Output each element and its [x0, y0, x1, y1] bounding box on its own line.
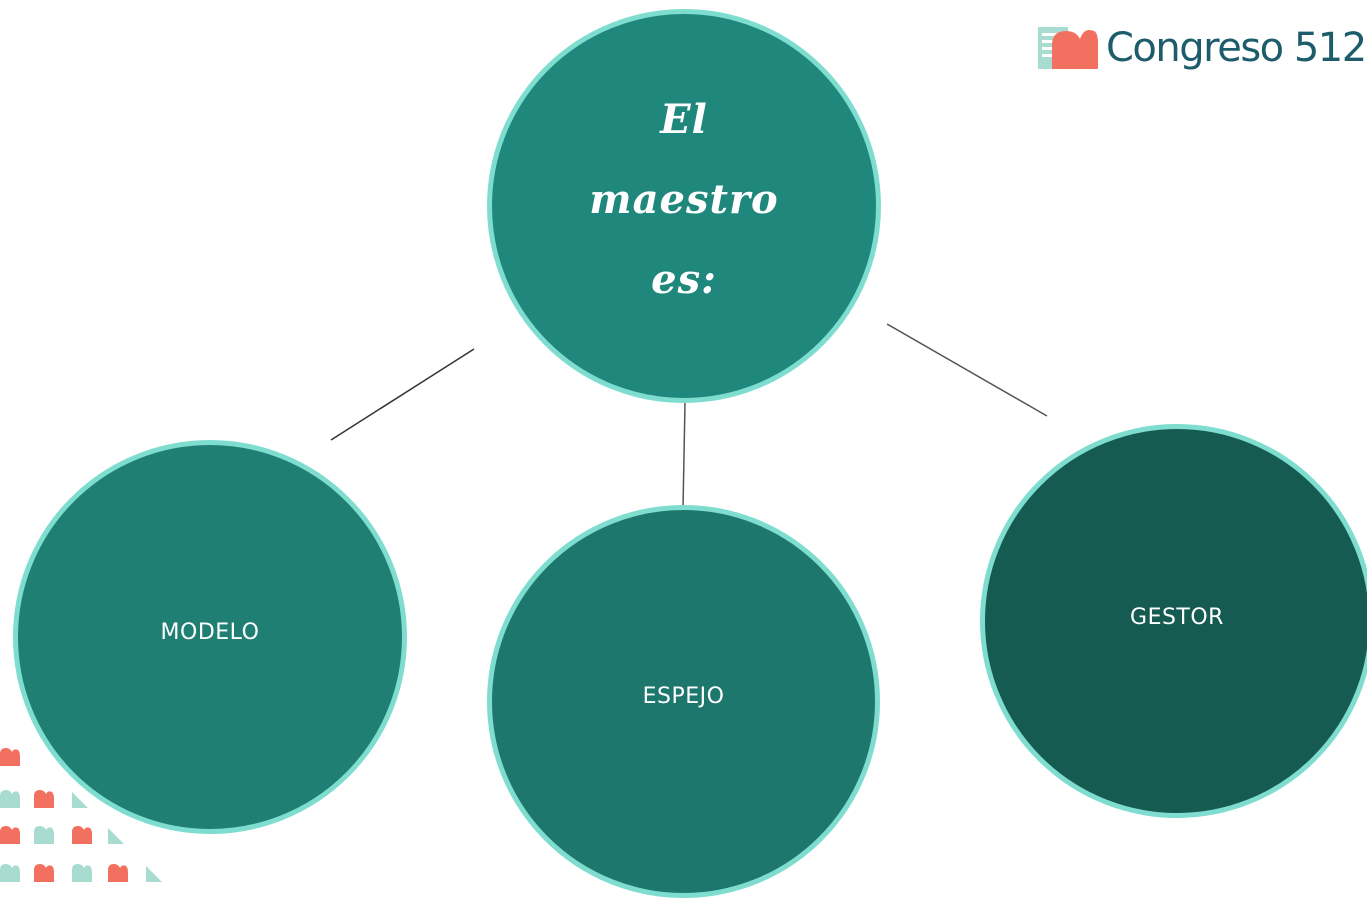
node-gestor: GESTOR: [980, 424, 1367, 818]
node-modelo-label: MODELO: [160, 619, 260, 645]
connector-espejo: [682, 402, 686, 509]
pattern-heart-icon: [0, 864, 20, 882]
pattern-heart-icon: [108, 864, 128, 882]
logo-heart-icon: [1038, 27, 1098, 69]
node-espejo-label: ESPEJO: [642, 684, 725, 709]
pattern-heart-icon: [0, 826, 20, 844]
node-modelo: MODELO: [13, 440, 407, 834]
pattern-heart-icon: [72, 864, 92, 882]
pattern-triangle-icon: [108, 828, 124, 844]
pattern-heart-icon: [0, 748, 20, 766]
pattern-heart-icon: [72, 826, 92, 844]
center-node-label: El maestro es:: [589, 96, 779, 303]
connector-gestor: [886, 323, 1048, 417]
pattern-heart-icon: [34, 790, 54, 808]
logo-text: Congreso 512: [1106, 25, 1367, 71]
pattern-triangle-icon: [72, 792, 88, 808]
node-gestor-label: GESTOR: [1130, 604, 1224, 630]
logo: Congreso 512: [1036, 18, 1367, 78]
connector-modelo: [330, 348, 475, 441]
node-espejo: ESPEJO: [487, 505, 880, 898]
heart-pattern-decoration: [0, 748, 162, 882]
pattern-heart-icon: [0, 790, 20, 808]
center-node: El maestro es:: [487, 9, 881, 403]
pattern-heart-icon: [34, 826, 54, 844]
pattern-triangle-icon: [146, 866, 162, 882]
pattern-heart-icon: [34, 864, 54, 882]
